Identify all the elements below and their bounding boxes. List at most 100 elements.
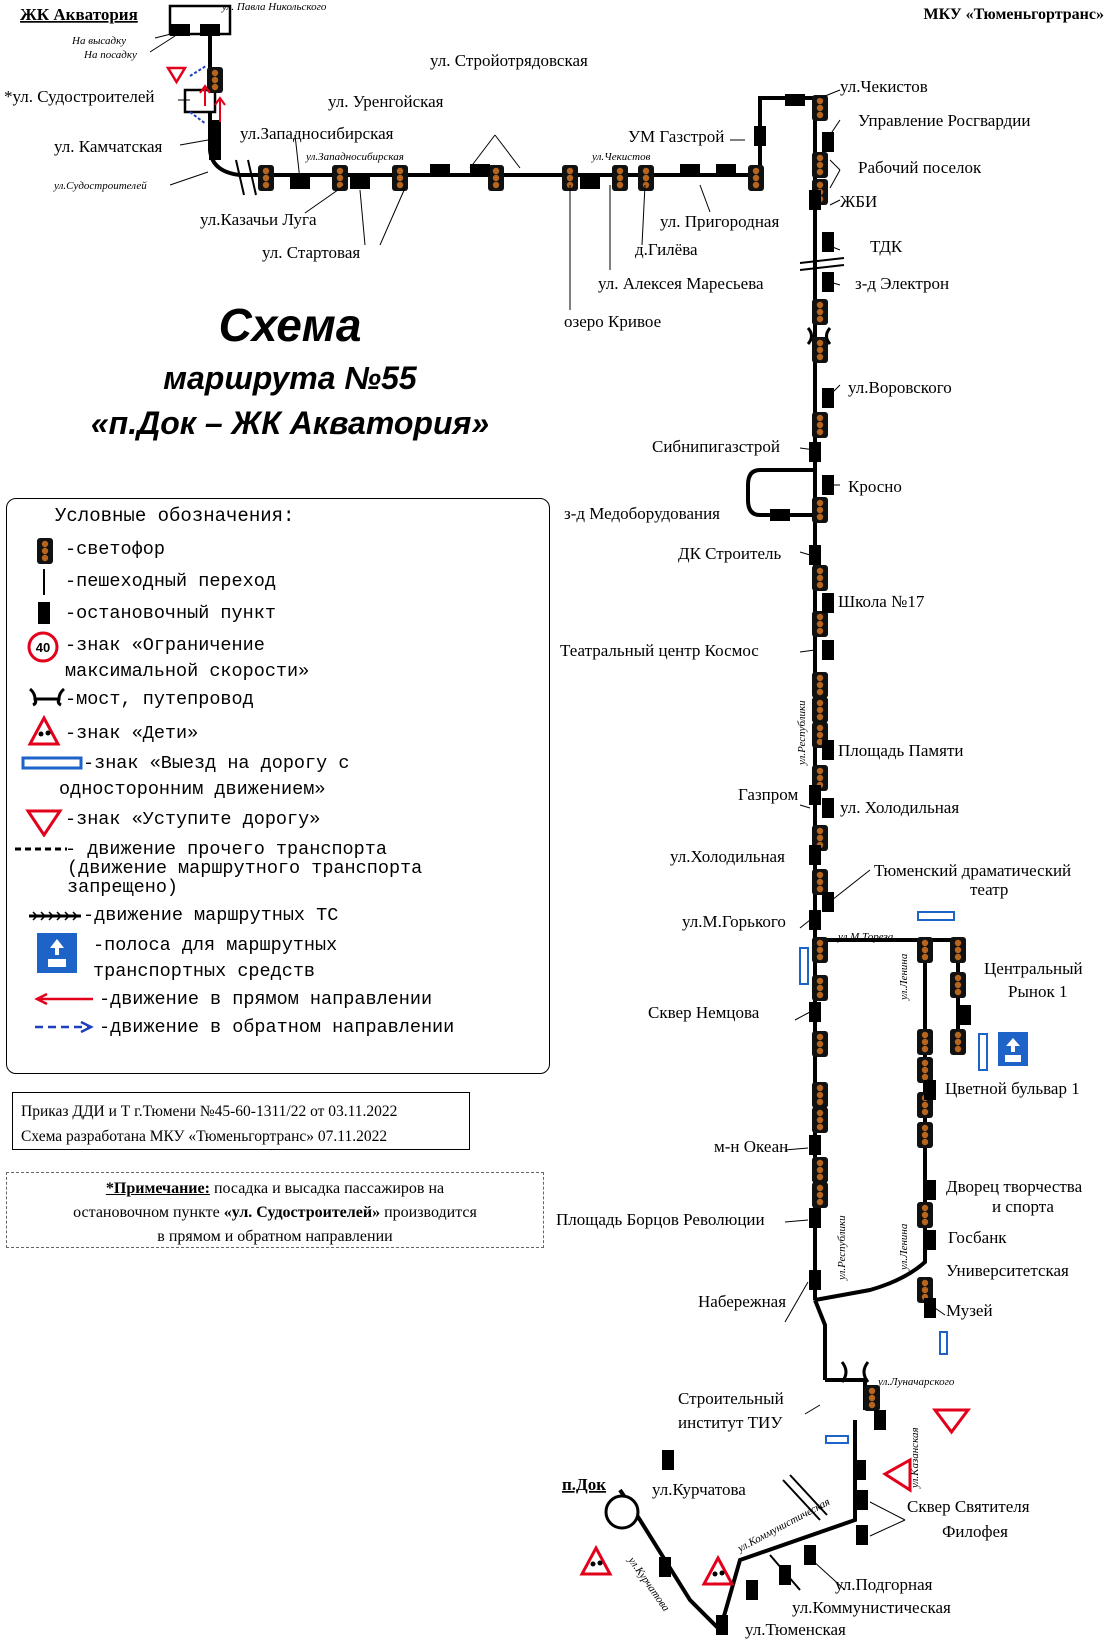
label-zhk-akvatoriya: ЖК Акватория — [20, 5, 138, 24]
legend-children: -знак «Дети» — [65, 723, 199, 744]
label-gileva: д.Гилёва — [635, 240, 698, 259]
bus-lane-icon — [37, 933, 77, 973]
label-rynok-2: Рынок 1 — [1008, 982, 1067, 1001]
legend-traffic-light: -светофор — [65, 539, 165, 560]
label-ploshchad-pamyati: Площадь Памяти — [838, 741, 963, 760]
forward-arrow-icon — [34, 993, 93, 1005]
label-lenina-south: ул.Ленина — [898, 1223, 910, 1271]
sudostroiteley-loop — [183, 88, 217, 114]
crossings — [235, 159, 845, 1591]
legend-other-1: - движение прочего транспорта — [65, 839, 387, 860]
legend-backward: -движение в обратном направлении — [99, 1017, 455, 1038]
labels: ЖК Акватория На высадку На посадку ул. П… — [4, 1, 1083, 1639]
label-naberezhnaya: Набережная — [698, 1292, 786, 1311]
legend-oneway-1: -знак «Выезд на дорогу с — [83, 753, 350, 774]
legend-other-2: (движение маршрутного транспорта — [67, 858, 423, 879]
note-text-2a: остановочном пункте — [73, 1204, 224, 1221]
legend-yield: -знак «Уступите дорогу» — [65, 809, 321, 830]
route-line-toreza — [815, 938, 960, 1035]
order-line-1: Приказ ДДИ и Т г.Тюмени №45-60-1311/22 о… — [21, 1103, 398, 1120]
label-respubliki-south: ул.Республики — [836, 1215, 848, 1281]
bridge-icon — [29, 687, 65, 707]
label-tdk: ТДК — [870, 237, 903, 256]
label-na-posadku: На посадку — [83, 49, 137, 61]
label-universitetskaya: Университетская — [946, 1261, 1069, 1280]
label-gosbank: Госбанк — [948, 1228, 1007, 1247]
label-respubliki-north: ул.Республики — [796, 700, 808, 766]
label-shkola-17: Школа №17 — [838, 592, 925, 611]
route-line-south-west — [813, 950, 927, 1380]
route-number: маршрута №55 — [163, 360, 417, 396]
note-text-1: посадка и высадка пассажиров на — [209, 1180, 445, 1197]
label-p-dok: п.Док — [562, 1475, 606, 1494]
legend-other-3: запрещено) — [67, 877, 179, 898]
stop-icon — [38, 602, 50, 624]
label-alekseya-maresyeva: ул. Алексея Маресьева — [598, 274, 764, 293]
label-zhbi: ЖБИ — [840, 192, 877, 211]
note-box: *Примечание: посадка и высадка пассажиро… — [6, 1172, 544, 1248]
label-tiu-2: институт ТИУ — [678, 1413, 783, 1432]
label-kazanskaya: ул.Казанская — [909, 1427, 921, 1489]
label-krosno: Кросно — [848, 477, 902, 496]
label-ozero-krivoe: озеро Кривое — [564, 312, 661, 331]
label-rabochiy-poselok: Рабочий поселок — [858, 158, 982, 177]
label-holodilnaya-right: ул. Холодильная — [840, 798, 959, 817]
label-na-vysadku: На высадку — [71, 35, 126, 47]
label-zapadnosibirskaya: ул.Западносибирская — [240, 124, 394, 143]
legend-forward: -движение в прямом направлении — [99, 989, 433, 1010]
label-stroyotryadovskaya: ул. Стройотрядовская — [430, 51, 588, 70]
label-zapadnosibirskaya-street: ул.Западносибирская — [305, 151, 404, 163]
label-kamchatskaya: ул. Камчатская — [54, 137, 163, 156]
route-name: «п.Док – ЖК Акватория» — [90, 405, 490, 441]
route-line-kazanskaya — [825, 1378, 867, 1410]
label-startovaya: ул. Стартовая — [262, 243, 360, 262]
label-kurchatova: ул.Курчатова — [652, 1480, 746, 1499]
backward-arrow-icon — [35, 1021, 94, 1033]
krosno-loop — [746, 468, 815, 517]
legend-oneway-2: односторонним движением» — [59, 779, 326, 800]
label-um-gazstroy: УМ Газстрой — [628, 127, 724, 146]
legend-speed-2: максимальной скорости» — [65, 661, 310, 682]
label-pavla-nikolskogo: ул. Павла Никольского — [221, 1, 327, 13]
speed-limit-value: 40 — [36, 640, 50, 655]
legend: Условные обозначения: -светофор -пешеход… — [6, 498, 550, 1074]
legend-bridge: -мост, путепровод — [65, 689, 254, 710]
direction-arrows — [189, 65, 226, 125]
label-sudostroiteley-street: ул.Судостроителей — [53, 180, 147, 192]
traffic-light-icon — [37, 538, 53, 564]
dashed-line-icon — [15, 847, 67, 851]
legend-bus-lane-2: транспортных средств — [93, 961, 316, 982]
label-teatr-kosmos: Театральный центр Космос — [560, 641, 759, 660]
label-urengoyskaya: ул. Уренгойская — [328, 92, 444, 111]
label-vorovskogo: ул.Воровского — [848, 378, 952, 397]
label-borcov-revolyutsii: Площадь Борцов Революции — [556, 1210, 765, 1229]
legend-bus-lane-1: -полоса для маршрутных — [93, 935, 338, 956]
scheme-title: Схема — [218, 299, 362, 351]
label-zd-elektron: з-д Электрон — [855, 274, 949, 293]
note-head: *Примечание: — [105, 1180, 210, 1197]
label-dvorets-2: и спорта — [992, 1197, 1054, 1216]
oneway-sign-icon — [21, 756, 83, 770]
label-m-toreza: ул.М.Тореза — [837, 931, 894, 943]
label-drama-teatr-2: театр — [970, 880, 1008, 899]
label-holodilnaya-left: ул.Холодильная — [670, 847, 785, 866]
label-drama-teatr-1: Тюменский драматический — [874, 861, 1071, 880]
legend-stop: -остановочный пункт — [65, 603, 276, 624]
label-podgornaya: ул.Подгорная — [835, 1575, 933, 1594]
label-tiu-1: Строительный — [678, 1389, 784, 1408]
label-lenina-north: ул.Ленина — [898, 953, 910, 1001]
order-info-box: Приказ ДДИ и Т г.Тюмени №45-60-1311/22 о… — [12, 1092, 470, 1150]
label-zd-medoborudovaniya: з-д Медоборудования — [564, 504, 720, 523]
label-muzey: Музей — [946, 1301, 993, 1320]
label-rynok-1: Центральный — [984, 959, 1083, 978]
crossing-icon — [43, 569, 45, 595]
label-sibnipigazstroy: Сибнипигазстрой — [652, 437, 780, 456]
label-okean: м-н Океан — [714, 1137, 788, 1156]
note-text-2c: производится — [380, 1204, 477, 1221]
label-kommunisticheskaya: ул.Коммунистическая — [792, 1598, 951, 1617]
label-filofey-2: Филофея — [942, 1522, 1008, 1541]
label-gazprom: Газпром — [738, 785, 798, 804]
label-prigorodnaya: ул. Пригородная — [660, 212, 779, 231]
leader-lines — [149, 32, 946, 1591]
